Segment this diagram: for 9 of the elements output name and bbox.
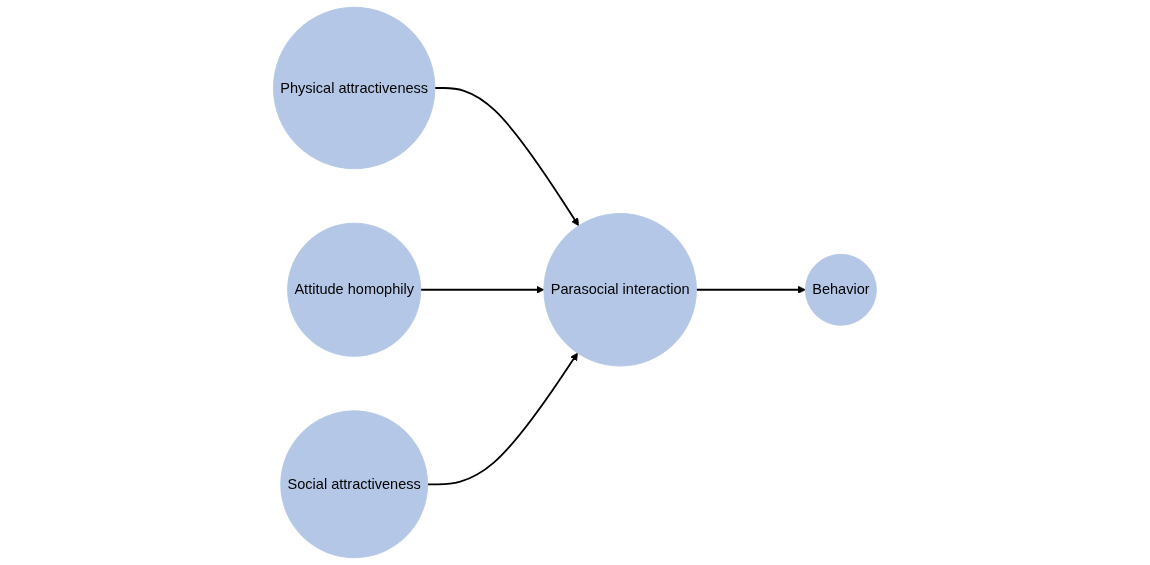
arrow [434, 87, 580, 227]
node-circle: Attitude homophily [287, 222, 422, 357]
node-circle: Physical attractiveness [273, 6, 436, 170]
node-circle: Parasocial interaction [543, 213, 697, 367]
node-circle: Behavior [805, 253, 877, 326]
node-circle: Social attractiveness [280, 410, 429, 559]
arrow [426, 352, 578, 486]
arrow [695, 285, 806, 294]
arrow [419, 285, 545, 294]
